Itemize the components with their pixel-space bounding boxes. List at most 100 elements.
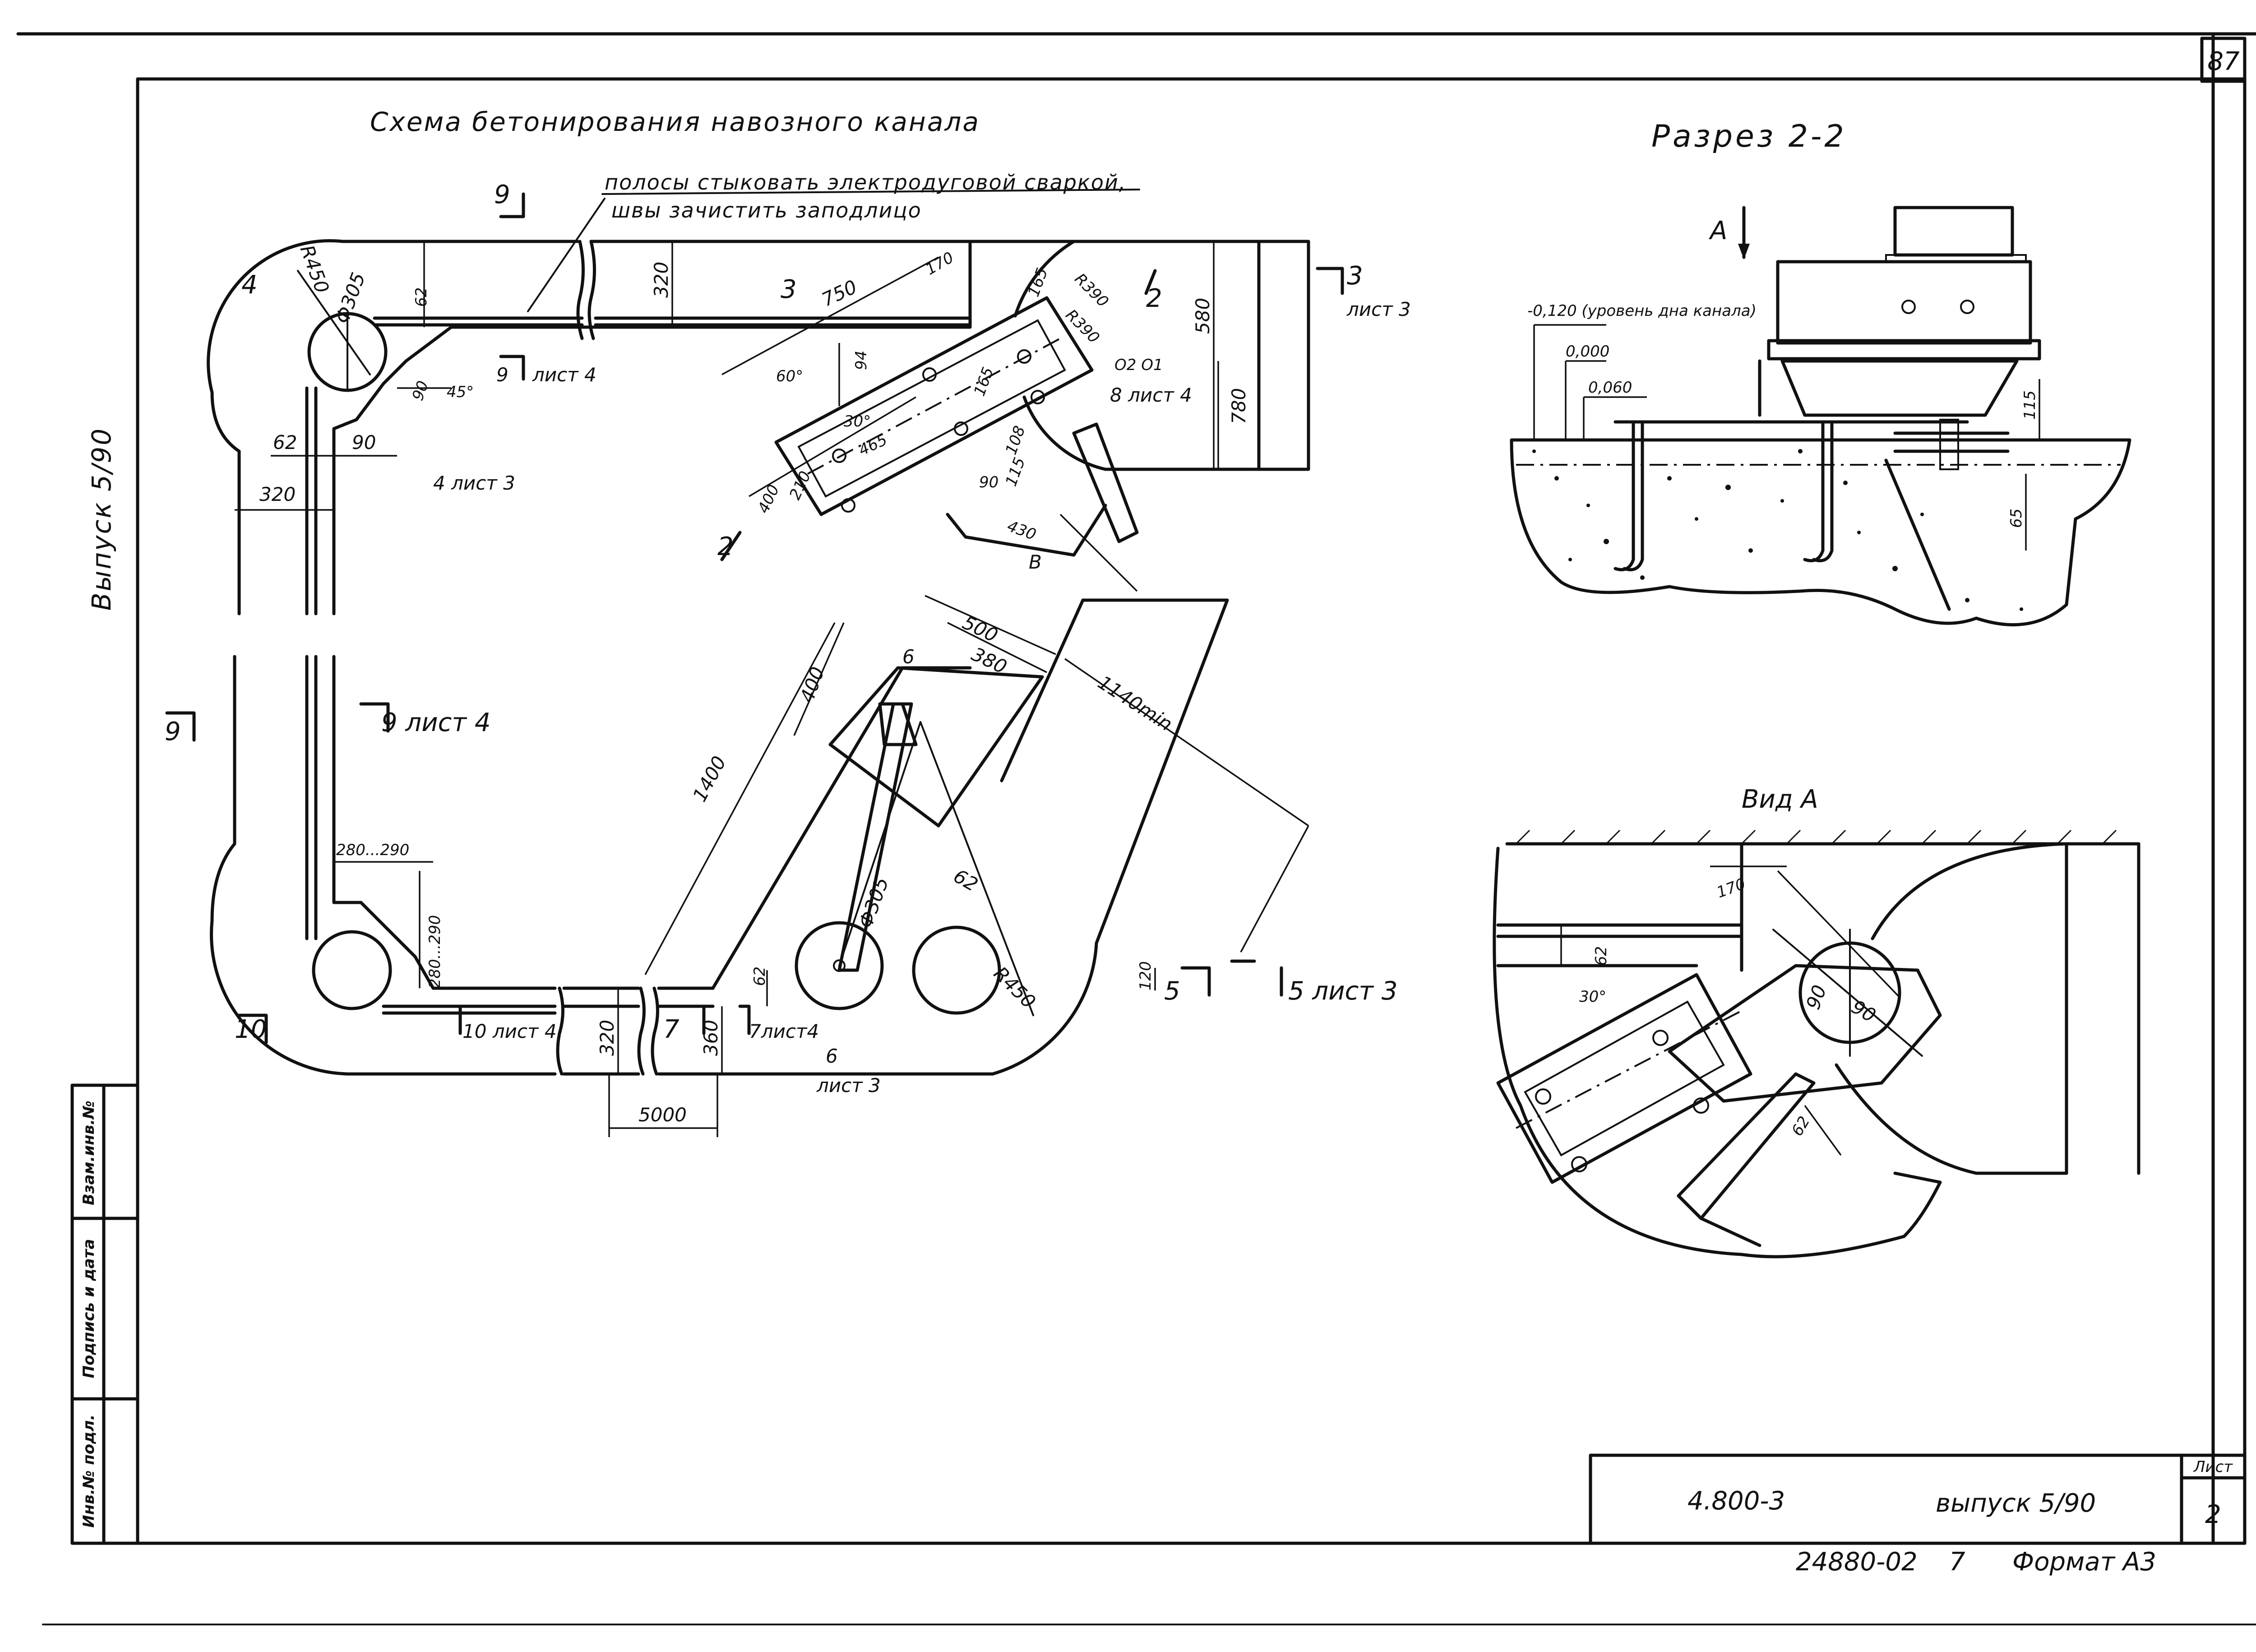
footer-format: Формат А3 [2012, 1547, 2156, 1577]
section-2-2 [1510, 206, 2131, 626]
top-cut8: 8 лист 4 [1110, 384, 1192, 406]
top-430: 430 [1005, 517, 1039, 544]
stamp-inv-number: Инв.№ подл. [80, 1414, 98, 1527]
view-62b: 62 [1788, 1113, 1813, 1139]
view-arc-top [1871, 842, 2068, 940]
bottom-right-hole [912, 925, 1001, 1015]
footer-copy: 7 [1949, 1547, 1965, 1577]
top-750: 750 [818, 276, 860, 311]
view-title: Вид А [1742, 785, 1818, 814]
top-30: 30° [844, 412, 871, 430]
top-780: 780 [1228, 388, 1250, 424]
bottom-left-hole [795, 921, 884, 1010]
footer: 24880-02 7 Формат А3 [1796, 1547, 2156, 1577]
page-number: 87 [2207, 47, 2240, 76]
view-30: 30° [1579, 988, 1606, 1006]
stamp-replacement-inv: Взам.инв.№ [80, 1101, 98, 1205]
title-block-sheet-number: 2 [2205, 1500, 2221, 1529]
top-cut4-mark: 4 [241, 270, 258, 300]
view-a [1493, 829, 2140, 1259]
concrete-slab [1510, 438, 2131, 626]
title-block-sheet-label: Лист [2193, 1458, 2233, 1476]
top-165: 165 [971, 365, 998, 398]
stamp-signature-date: Подпись и дата [80, 1239, 98, 1379]
top-62b: 62 [273, 431, 297, 453]
top-cut9-mark: 9 [494, 180, 510, 209]
bottom-cut6: 6 [826, 1045, 838, 1067]
bottom-cut6-ref: лист 3 [816, 1074, 881, 1097]
top-320b: 320 [259, 483, 296, 505]
bottom-500: 500 [959, 611, 1001, 647]
top-465: 465 [856, 430, 890, 459]
view-90a: 90 [1802, 982, 1831, 1012]
bottom-cut7: 7 [663, 1015, 680, 1044]
bottom-bar [837, 702, 913, 972]
bottom-280-290a: 280...290 [336, 841, 409, 859]
bottom-320: 320 [596, 1020, 618, 1056]
top-o2o1: O2 O1 [1114, 356, 1163, 374]
level-zero: 0,000 [1566, 342, 1609, 361]
title-block: 4.800-3 выпуск 5/90 Лист 2 [1589, 1453, 2247, 1545]
view-hub [1668, 964, 1942, 1103]
note-underline [601, 189, 1140, 195]
top-r390a: R390 [1071, 270, 1112, 311]
top-cut3-mark: 3 [781, 275, 797, 304]
bottom-120: 120 [1137, 961, 1155, 990]
top-45: 45° [447, 383, 474, 401]
drawing-title: Схема бетонирования навозного канала [370, 106, 980, 137]
level-bottom-text: -0,120 (уровень дна канала) [1527, 302, 1757, 320]
bottom-plate [828, 666, 1044, 828]
equipment-frame [1780, 359, 2019, 417]
bottom-360: 360 [700, 1020, 722, 1056]
top-cut3-ref: лист 3 [1346, 298, 1411, 320]
top-60: 60° [776, 367, 803, 385]
bottom-1140: 1140min [1094, 671, 1177, 735]
left-margin-issue: Выпуск 5/90 [86, 427, 117, 611]
bottom-cut10-right: 10 лист 4 [462, 1020, 557, 1042]
top-115: 115 [1002, 455, 1029, 489]
top-cut9-ref: лист 4 [532, 364, 596, 386]
bottom-5000: 5000 [638, 1104, 687, 1126]
top-plan [207, 192, 1344, 615]
equipment-motor [1893, 206, 2014, 257]
bottom-plan-outer-edge [210, 655, 557, 1076]
concrete-speckles [1532, 449, 2023, 611]
bottom-280-290b: 280...290 [426, 915, 444, 988]
bottom-400: 400 [795, 664, 828, 705]
top-400: 400 [754, 482, 783, 516]
level-060: 0,060 [1588, 379, 1632, 397]
top-r390b: R390 [1062, 306, 1103, 347]
top-cut2: 2 [717, 532, 734, 561]
bottom-6: 6 [902, 646, 915, 668]
view-62a: 62 [1592, 946, 1610, 966]
bottom-manhole-circle [312, 930, 392, 1010]
top-cut4: 4 лист 3 [433, 472, 515, 494]
section-title: Разрез 2-2 [1651, 119, 1847, 154]
top-165b: 165 [1025, 265, 1052, 299]
top-plate [774, 296, 1094, 516]
bottom-cut7-ref: 7лист4 [749, 1020, 819, 1042]
bottom-cut10-left: 10 [235, 1015, 267, 1044]
bottom-cut9-left: 9 [165, 717, 181, 746]
top-cut-b: В [1029, 551, 1042, 573]
top-580: 580 [1192, 298, 1214, 334]
top-62a: 62 [412, 287, 430, 307]
bottom-cut9-right: 9 лист 4 [381, 708, 490, 737]
stamp-block: Инв.№ подл. Подпись и дата Взам.инв.№ [70, 1083, 139, 1545]
inner-frame [136, 77, 2247, 1545]
bottom-plan-dimensions [334, 595, 1309, 1137]
section-marker-a: А [1709, 216, 1727, 245]
section-115: 115 [2021, 390, 2039, 420]
top-90b: 90 [352, 431, 376, 453]
page-number-box [2200, 37, 2247, 83]
note-leader [527, 198, 606, 312]
bottom-1400: 1400 [689, 752, 730, 805]
title-block-code: 4.800-3 [1687, 1486, 1785, 1516]
footer-order: 24880-02 [1796, 1547, 1918, 1577]
top-plan-outer-edge [207, 239, 579, 615]
top-cut3: 3 [1347, 261, 1363, 291]
top-cut2-top: 2 [1146, 284, 1162, 313]
view-90b: 90 [1848, 995, 1880, 1027]
